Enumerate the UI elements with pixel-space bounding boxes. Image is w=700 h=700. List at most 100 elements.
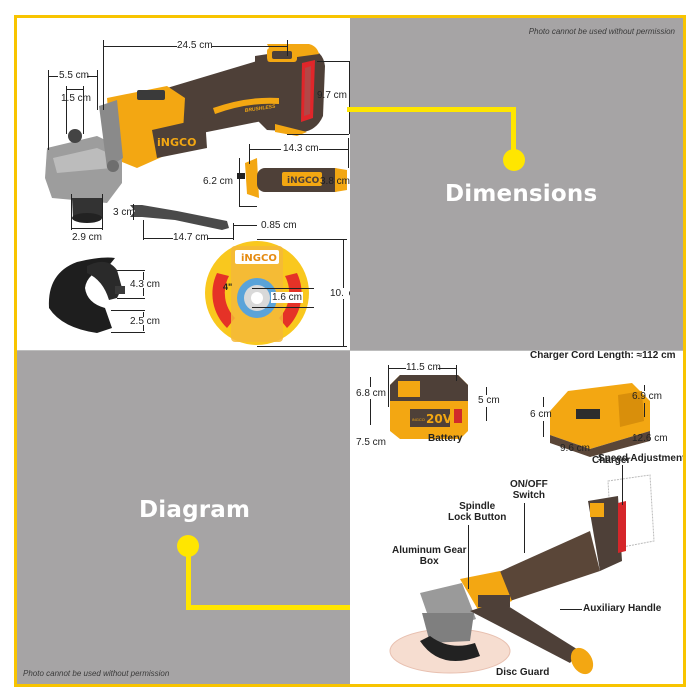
battery-height-label: 6.8 cm <box>356 388 387 399</box>
guard-lower-height-label: 2.5 cm <box>130 316 161 327</box>
svg-text:BRUSHLESS: BRUSHLESS <box>244 104 276 114</box>
callout-line <box>560 609 582 610</box>
dim-line <box>233 225 257 226</box>
product-infographic-frame: BRUSHLESS iNGCO 24.5 cm 9.7 cm <box>14 15 686 687</box>
dim-line <box>239 158 240 206</box>
dim-line <box>117 298 145 299</box>
spindle-base-label: 2.9 cm <box>72 232 103 243</box>
dimensions-connector <box>347 107 515 112</box>
callout-disc-guard: Disc Guard <box>496 667 550 678</box>
charger-width-label: 9.6 cm <box>560 443 591 454</box>
callout-auxiliary-handle: Auxiliary Handle <box>583 603 662 614</box>
dim-line <box>239 206 257 207</box>
battery-label: Battery <box>428 433 463 444</box>
callout-text-line: Switch <box>512 490 545 501</box>
cutting-disc-image: iNGCO 4" <box>205 241 309 345</box>
dim-line <box>143 325 144 331</box>
dimensions-connector-dot <box>503 149 525 171</box>
permission-notice: Photo cannot be used without permission <box>528 27 675 36</box>
dim-line <box>87 76 97 77</box>
dim-line <box>143 238 173 239</box>
callout-line <box>524 503 525 553</box>
dim-line <box>319 149 348 150</box>
dim-line <box>133 204 134 220</box>
dimensions-title: Dimensions <box>445 181 598 207</box>
dim-line <box>66 86 67 134</box>
callout-spindle-lock-button: Spindle Lock Button <box>448 501 506 523</box>
wrench-length-label: 14.7 cm <box>173 232 209 243</box>
callout-on-off-switch: ON/OFF Switch <box>510 479 548 501</box>
dim-line <box>143 288 144 296</box>
dim-line <box>287 134 349 135</box>
wrench-thickness-label: 0.85 cm <box>261 220 297 231</box>
dim-line <box>543 421 544 437</box>
grinder-height-label: 9.7 cm <box>317 90 348 101</box>
dimensions-title-panel: Photo cannot be used without permission … <box>350 18 683 351</box>
battery-length-label: 11.5 cm <box>406 362 441 373</box>
disc-bore-label: 1.6 cm <box>271 292 304 303</box>
callout-text-line: Box <box>419 556 439 567</box>
grinder-diagram-image <box>389 474 655 675</box>
charger-image <box>550 383 650 457</box>
svg-text:iNGCO: iNGCO <box>157 136 196 149</box>
dim-line <box>317 61 349 62</box>
dim-line <box>48 76 58 77</box>
wrench-head-width-label: 3 cm <box>113 207 135 218</box>
battery-front-height-label: 5 cm <box>478 395 500 406</box>
dimensions-connector <box>511 107 516 157</box>
dim-line <box>212 46 287 47</box>
dim-line <box>117 270 145 271</box>
diagram-connector-dot <box>177 535 199 557</box>
battery-image: 20V iNGCO <box>390 375 468 439</box>
dim-line <box>287 40 288 56</box>
dim-line <box>207 238 233 239</box>
dim-line <box>486 407 487 421</box>
dim-line <box>143 272 144 280</box>
angle-grinder-image: BRUSHLESS iNGCO <box>45 44 325 223</box>
dim-line <box>388 368 406 369</box>
callout-speed-adjustment: Speed Adjustment <box>598 453 686 464</box>
diagram-connector <box>186 548 191 610</box>
accessories-and-diagram-panel: 20V iNGCO 11.5 cm 6.8 cm 5 cm 7.5 cm Bat… <box>350 350 686 684</box>
gear-head-width-label: 5.5 cm <box>59 70 90 81</box>
dim-line <box>543 397 544 407</box>
disc-diameter-label: 10. cm <box>330 288 363 299</box>
charger-cord-length-label: Charger Cord Length: ≈112 cm <box>530 350 676 361</box>
callout-line <box>622 465 623 505</box>
dim-line <box>388 365 389 407</box>
dim-line <box>83 86 84 134</box>
dim-line <box>348 138 349 168</box>
callout-line <box>468 525 469 589</box>
dim-line <box>103 46 177 47</box>
callout-aluminum-gear-box: Aluminum Gear Box <box>392 545 466 567</box>
svg-text:20V: 20V <box>426 412 453 426</box>
handle-length-label: 14.3 cm <box>283 143 319 154</box>
callout-text-line: Aluminum Gear <box>392 545 467 556</box>
handle-grip-diameter-label: 3.8 cm <box>319 176 350 187</box>
dim-line <box>252 307 314 308</box>
guard-clamp-height-label: 4.3 cm <box>130 279 161 290</box>
dim-line <box>143 312 144 317</box>
diagram-connector <box>186 605 362 610</box>
charger-front-height-label: 6 cm <box>530 409 552 420</box>
dim-line <box>349 61 350 134</box>
svg-text:iNGCO: iNGCO <box>241 253 277 264</box>
dimensions-panel: BRUSHLESS iNGCO 24.5 cm 9.7 cm <box>17 18 363 351</box>
handle-flange-label: 6.2 cm <box>203 176 234 187</box>
charger-label: Charger <box>592 455 631 466</box>
dim-line <box>257 346 347 347</box>
dim-line <box>370 399 371 425</box>
dim-line <box>71 194 72 230</box>
divider <box>17 350 683 351</box>
callout-text-line: ON/OFF <box>510 479 548 490</box>
permission-notice: Photo cannot be used without permission <box>23 669 170 678</box>
dim-line <box>644 403 645 417</box>
dim-line <box>438 368 456 369</box>
dim-line <box>252 288 314 289</box>
dim-line <box>486 387 487 395</box>
dim-line <box>111 310 145 311</box>
dim-line <box>456 365 457 381</box>
dim-line <box>48 70 49 150</box>
dim-line <box>143 220 144 240</box>
charger-depth-label: 12.6 cm <box>632 433 668 444</box>
